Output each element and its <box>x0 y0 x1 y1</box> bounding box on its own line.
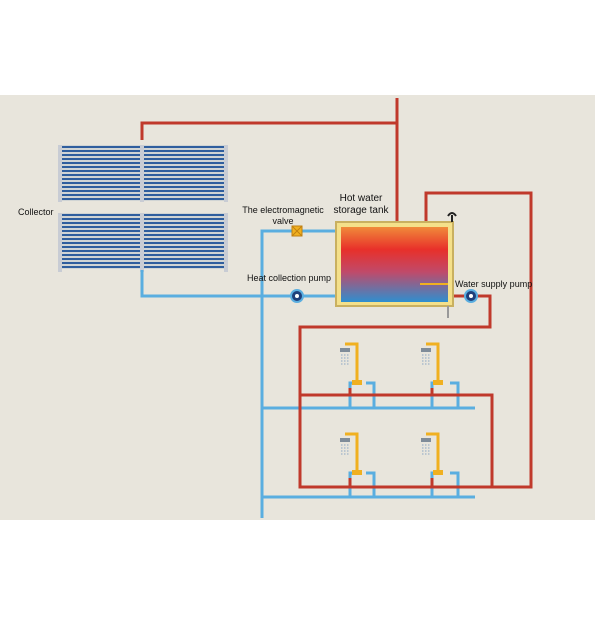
collector-feed-pipe <box>140 121 397 140</box>
collector-frame <box>140 213 144 272</box>
supply-loop-pipe <box>298 294 492 489</box>
collector-frame <box>58 145 62 202</box>
faucet-icon <box>352 380 362 385</box>
diagram-panel <box>0 95 595 520</box>
tank-label: Hot water storage tank <box>330 193 392 217</box>
hot-water-pipes <box>140 98 533 489</box>
collector-frame <box>224 145 228 202</box>
collector-return-pipe <box>140 270 297 298</box>
faucet-icon <box>433 380 443 385</box>
valve-label-line1: The electromagnetic <box>242 205 324 215</box>
solar-collector-icon <box>58 145 228 272</box>
supply-pump-label: Water supply pump <box>455 279 533 289</box>
cold-main-pipe <box>260 229 338 518</box>
tank-label-line2: storage tank <box>333 205 389 216</box>
hot-branch-upper <box>300 393 494 487</box>
faucet-icon <box>352 470 362 475</box>
shower-icon <box>340 432 362 475</box>
shower-icon <box>421 432 443 475</box>
pump-icon <box>464 289 478 303</box>
tank-label-line1: Hot water <box>339 193 383 204</box>
shower-icon <box>421 342 443 385</box>
collector-frame <box>140 145 144 202</box>
valve-label: The electromagnetic valve <box>240 205 326 227</box>
valve-icon <box>291 225 303 237</box>
shower-icon <box>340 342 362 385</box>
valve-label-line2: valve <box>272 216 294 226</box>
storage-tank-icon <box>335 212 457 318</box>
pump-icon <box>290 289 304 303</box>
heat-pump-label: Heat collection pump <box>247 273 332 283</box>
shower-group <box>340 342 443 475</box>
collector-frame <box>224 213 228 272</box>
faucet-icon <box>433 470 443 475</box>
collector-frame <box>58 213 62 272</box>
collector-label: Collector <box>18 207 54 217</box>
